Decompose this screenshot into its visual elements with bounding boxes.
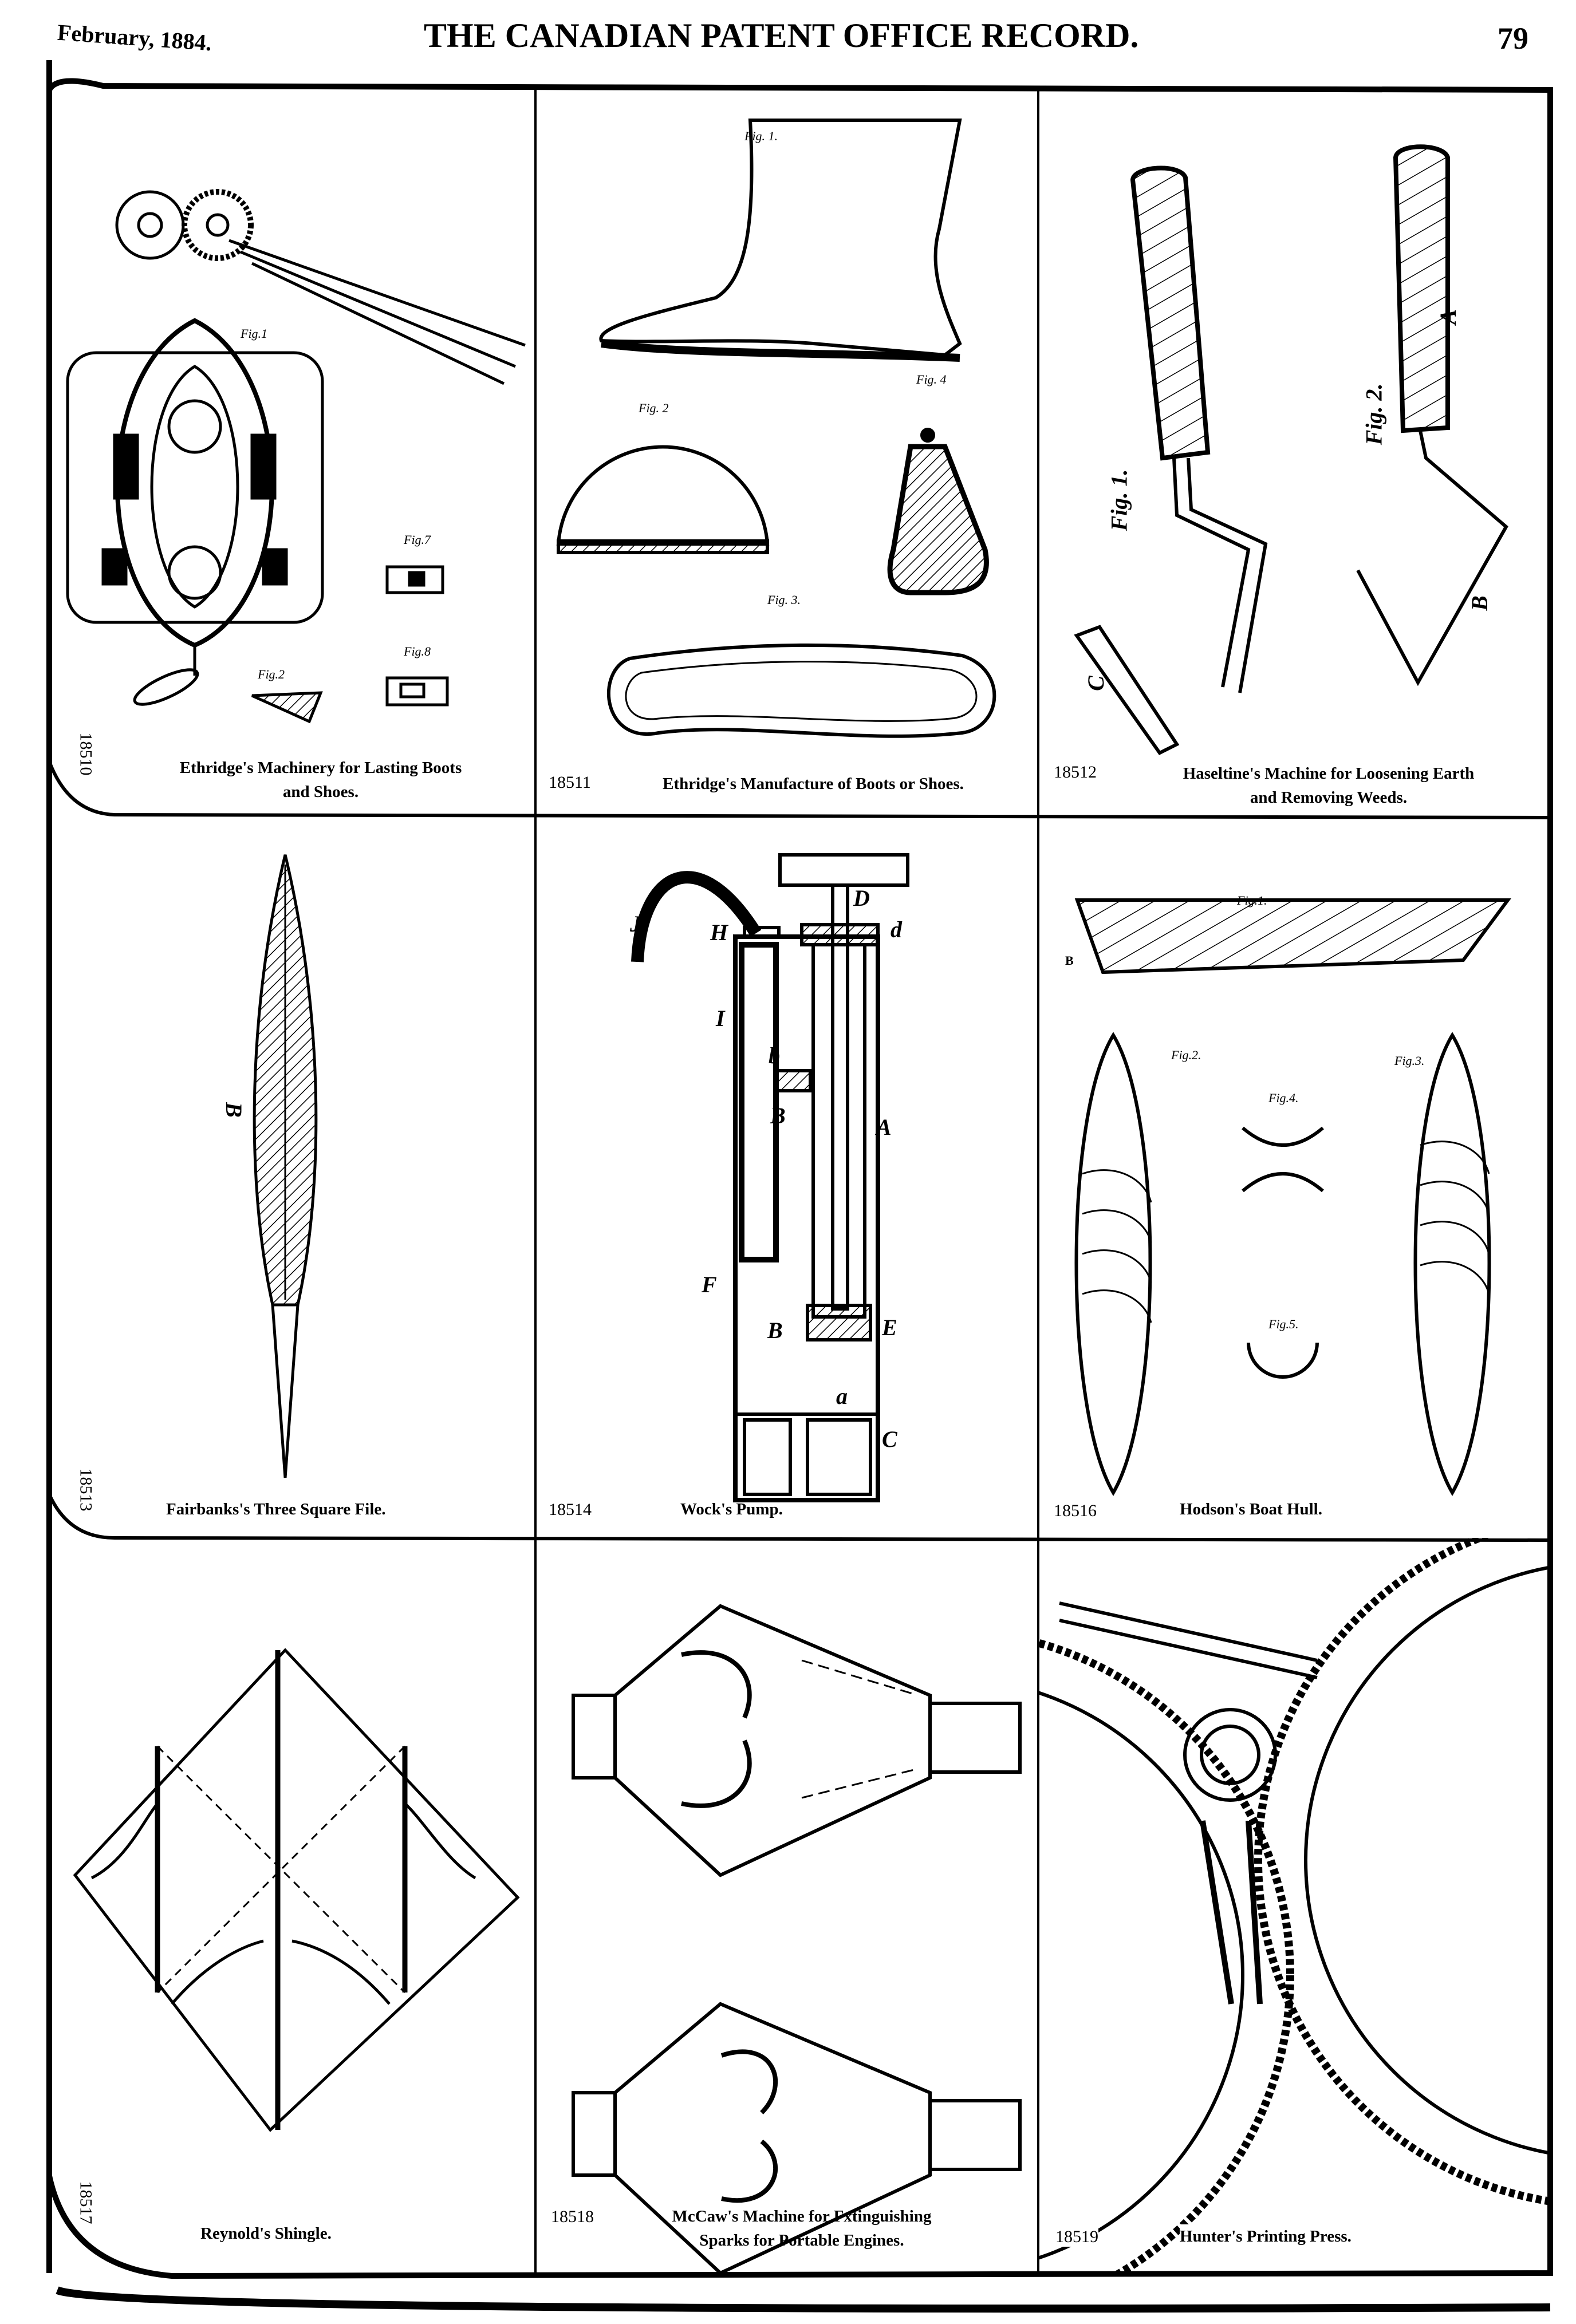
part-label: B xyxy=(1065,953,1074,968)
part-label: B xyxy=(220,1102,247,1118)
part-label: b xyxy=(769,1043,780,1068)
patent-number: 18510 xyxy=(76,732,96,776)
patent-caption: Reynold's Shingle. xyxy=(200,2224,332,2243)
boot-drawing xyxy=(556,119,996,738)
figure-label: Fig.4. xyxy=(1268,1091,1299,1105)
figure-label: Fig.1. xyxy=(1237,893,1267,907)
file-drawing xyxy=(253,854,318,1478)
patent-number: 18514 xyxy=(549,1500,592,1519)
part-label: B xyxy=(1466,595,1492,611)
part-label: J xyxy=(630,911,641,937)
part-label: I xyxy=(716,1005,725,1031)
figure-label: Fig.5. xyxy=(1268,1317,1299,1331)
lasting-machine-drawing xyxy=(66,189,526,724)
part-label: A xyxy=(876,1114,892,1140)
part-label: d xyxy=(891,917,902,942)
patent-caption: Hodson's Boat Hull. xyxy=(1180,1500,1322,1518)
part-label: H xyxy=(710,920,728,945)
part-label: C xyxy=(882,1426,897,1452)
part-label: B xyxy=(770,1103,786,1129)
patent-number: 18518 xyxy=(551,2207,594,2226)
page-title: THE CANADIAN PATENT OFFICE RECORD. xyxy=(424,17,1139,54)
figure-label: Fig. 3. xyxy=(767,593,801,607)
figure-label: Fig.7 xyxy=(404,532,431,547)
plate-frame xyxy=(46,60,1553,2313)
patent-number: 18512 xyxy=(1054,763,1097,782)
printing-press-drawing xyxy=(1038,1538,1550,2273)
page-number: 79 xyxy=(1498,21,1528,56)
patent-caption: Fairbanks's Three Square File. xyxy=(166,1500,386,1518)
figure-label: Fig. 4 xyxy=(916,372,947,386)
figure-label: Fig.3. xyxy=(1394,1054,1425,1068)
boat-hull-drawing xyxy=(1074,898,1511,1496)
patent-number: 18511 xyxy=(549,773,591,792)
figure-label: Fig.2. xyxy=(1171,1048,1201,1062)
patent-caption: Wock's Pump. xyxy=(680,1500,783,1518)
figure-label: Fig.1 xyxy=(241,326,268,341)
part-label: A xyxy=(1435,309,1461,325)
pump-drawing xyxy=(631,853,909,1502)
part-label: E xyxy=(882,1315,897,1340)
weeder-drawing xyxy=(1074,144,1508,755)
figure-label: Fig. 2 xyxy=(639,401,669,415)
patent-number: 18519 xyxy=(1055,2227,1098,2247)
part-label: F xyxy=(702,1272,717,1297)
figure-label: Fig.2 xyxy=(258,667,285,681)
part-label: D xyxy=(853,885,870,911)
shingle-drawing xyxy=(73,1648,520,2132)
patent-number: 18516 xyxy=(1054,1501,1097,1520)
patent-caption: Hunter's Printing Press. xyxy=(1180,2224,1352,2248)
patent-caption: Ethridge's Manufacture of Boots or Shoes… xyxy=(663,775,964,793)
patent-number: 18513 xyxy=(76,1468,96,1512)
part-label: B xyxy=(767,1317,783,1343)
figure-label: Fig.8 xyxy=(404,644,431,658)
spark-arrester-drawing xyxy=(572,1604,1022,2275)
patent-number: 18517 xyxy=(76,2181,96,2224)
part-label: C xyxy=(1082,676,1109,691)
part-label: a xyxy=(836,1383,848,1409)
figure-label: Fig. 1. xyxy=(1106,469,1132,531)
figure-label: Fig. 2. xyxy=(1361,383,1387,445)
figure-label: Fig. 1. xyxy=(744,129,778,143)
